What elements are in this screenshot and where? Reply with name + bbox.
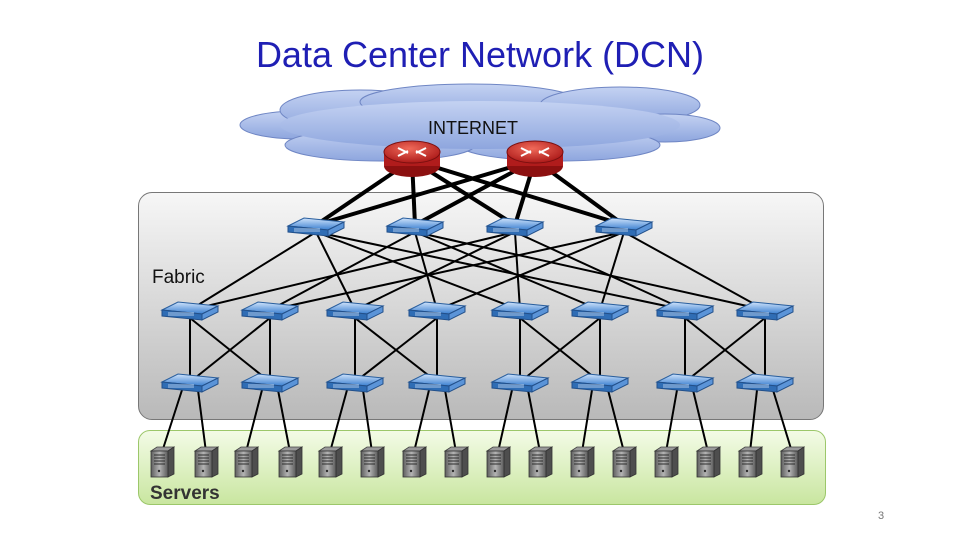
- servers-label: Servers: [150, 483, 220, 504]
- server-icon: [444, 446, 469, 478]
- page-number: 3: [878, 510, 885, 522]
- page-title: Data Center Network (DCN): [255, 34, 705, 75]
- switch-icon: [486, 217, 544, 237]
- server-icon: [612, 446, 637, 478]
- fabric-label: Fabric: [152, 267, 205, 288]
- server-icon: [696, 446, 721, 478]
- switch-icon: [656, 301, 714, 321]
- switch-icon: [287, 217, 345, 237]
- server-icon: [150, 446, 175, 478]
- server-icon: [360, 446, 385, 478]
- server-icon: [570, 446, 595, 478]
- internet-label: INTERNET: [428, 118, 518, 138]
- server-icon: [528, 446, 553, 478]
- switch-icon: [161, 301, 219, 321]
- server-icon: [278, 446, 303, 478]
- server-icon: [486, 446, 511, 478]
- server-icon: [738, 446, 763, 478]
- cloud-icon: [239, 83, 721, 162]
- server-icon: [234, 446, 259, 478]
- switch-icon: [491, 301, 549, 321]
- switch-icon: [408, 373, 466, 393]
- switch-icon: [491, 373, 549, 393]
- router-core-links: [314, 158, 626, 227]
- router-icon: [383, 140, 441, 177]
- edge-server-links: [161, 389, 793, 453]
- server-icon: [780, 446, 805, 478]
- switch-icon: [571, 373, 629, 393]
- switch-icon: [326, 301, 384, 321]
- aggregation-edge-links: [189, 317, 766, 383]
- core-aggregation-links: [189, 231, 766, 311]
- switch-icon: [408, 301, 466, 321]
- switch-icon: [656, 373, 714, 393]
- switch-icon: [326, 373, 384, 393]
- switch-icon: [161, 373, 219, 393]
- server-icon: [654, 446, 679, 478]
- server-icon: [402, 446, 427, 478]
- router-icon: [506, 140, 564, 177]
- switch-icon: [571, 301, 629, 321]
- switch-icon: [241, 301, 299, 321]
- switch-icon: [241, 373, 299, 393]
- server-icon: [194, 446, 219, 478]
- switch-icon: [386, 217, 444, 237]
- switch-icon: [736, 373, 794, 393]
- server-icon: [318, 446, 343, 478]
